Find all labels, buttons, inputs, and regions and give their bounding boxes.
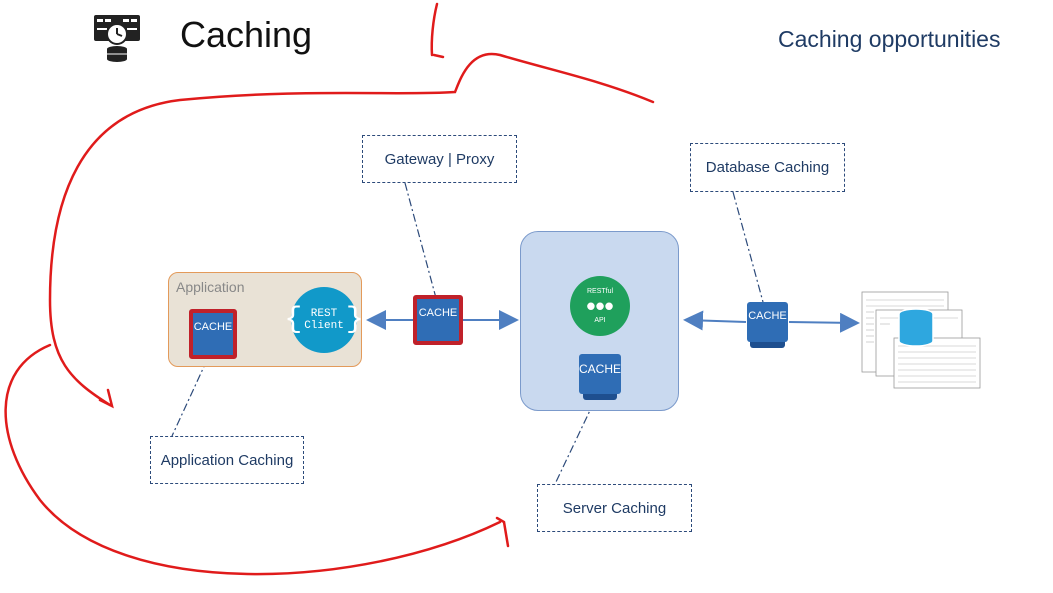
restful-api-icon: RESTful ••• API	[570, 276, 630, 336]
red-annotation-tick	[430, 2, 445, 59]
application-caching-callout: Application Caching	[150, 436, 304, 484]
database-caching-callout: Database Caching	[690, 143, 845, 192]
database-cache-base	[750, 342, 785, 348]
server-cache-base	[583, 394, 617, 400]
restful-api-dots: •••	[586, 291, 614, 321]
gateway-cache: CACHE	[413, 295, 463, 345]
database-leader-line	[732, 191, 764, 303]
red-annotation-upper-arrowhead	[98, 388, 114, 409]
server-caching-callout: Server Caching	[537, 484, 692, 532]
red-annotation-lower-loop	[4, 343, 502, 576]
cache-label: CACHE	[193, 321, 233, 333]
restful-api-bottom: API	[594, 317, 606, 324]
server-leader-line	[554, 401, 595, 485]
server-clock-icon	[93, 14, 143, 64]
restful-api-top: RESTful	[586, 288, 614, 295]
application-cache: CACHE	[189, 309, 237, 359]
rest-client-line2: Client	[304, 320, 344, 332]
arrow-to-server-from-db	[683, 310, 747, 331]
arrow-to-database	[788, 312, 860, 333]
red-annotation-upper-loop	[48, 52, 655, 407]
database-cache: CACHE	[747, 302, 788, 342]
application-leader-line	[171, 359, 208, 437]
cache-label: CACHE	[418, 307, 458, 319]
cache-label: CACHE	[579, 362, 622, 376]
application-label: Application	[176, 279, 245, 295]
rest-client-line1: REST	[310, 308, 338, 320]
database-icon	[860, 288, 982, 392]
gateway-leader-line	[404, 182, 437, 299]
red-annotation-lower-arrowhead	[495, 516, 510, 548]
page-title: Caching	[180, 14, 313, 55]
cache-label: CACHE	[748, 310, 787, 322]
gateway-proxy-callout: Gateway | Proxy	[362, 135, 517, 183]
page-subtitle: Caching opportunities	[778, 26, 1001, 52]
server-cache: CACHE	[579, 354, 621, 394]
